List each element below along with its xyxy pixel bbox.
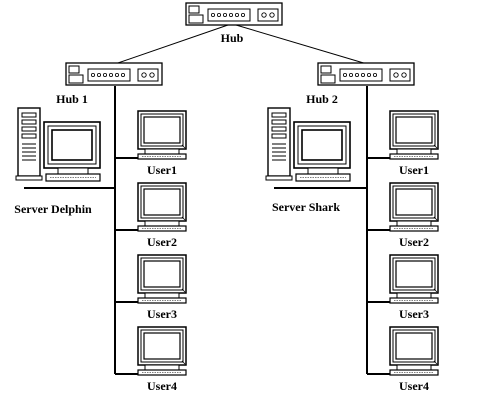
right-user3-computer [389,254,439,304]
server-shark-label: Server Shark [272,200,340,214]
left-user4-computer [137,326,187,376]
left-user4-label: User4 [147,379,177,393]
left-user1-label: User1 [147,163,177,177]
right-user3-label: User3 [399,307,429,321]
right-user2-label: User2 [399,235,429,249]
right-user1-label: User1 [399,163,429,177]
hub-1-label: Hub 1 [56,92,88,106]
link-hub-to-hub2 [235,24,368,65]
hub-1 [65,62,163,86]
server-shark [265,107,351,182]
right-user4-label: User4 [399,379,429,393]
left-user1-computer [137,110,187,160]
right-user4-computer [389,326,439,376]
left-user2-label: User2 [147,235,177,249]
left-user3-computer [137,254,187,304]
top-hub-label: Hub [221,31,244,45]
hub-2 [317,62,415,86]
server-delphin-label: Server Delphin [14,202,92,216]
hub-2-label: Hub 2 [306,92,338,106]
link-hub-to-hub1 [114,24,229,65]
server-delphin [15,107,101,182]
left-user2-computer [137,182,187,232]
right-user2-computer [389,182,439,232]
top-hub [185,2,283,26]
right-user1-computer [389,110,439,160]
left-user3-label: User3 [147,307,177,321]
